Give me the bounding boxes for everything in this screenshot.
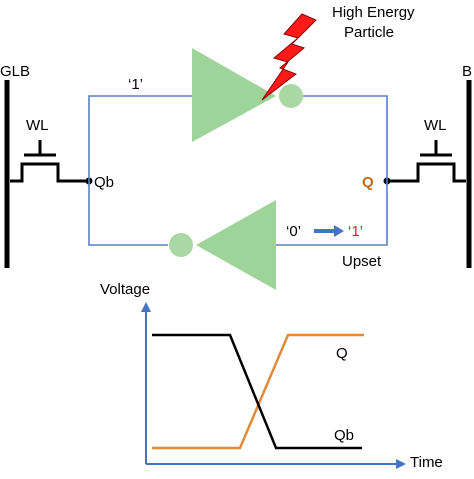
right-bitline-label: B xyxy=(462,63,472,80)
waveform-x-axis-label: Time xyxy=(410,454,443,471)
q-waveform xyxy=(152,333,364,450)
upset-label: Upset xyxy=(342,253,382,270)
top-inverter xyxy=(192,48,276,142)
loop-wires xyxy=(88,95,388,246)
waveform-y-axis-arrowhead xyxy=(141,302,151,312)
particle-label-line2: Particle xyxy=(344,24,394,41)
left-wl-label: WL xyxy=(26,117,49,134)
upset-arrow-icon xyxy=(314,225,344,237)
left-bitline-label: GLB xyxy=(0,63,30,80)
right-access-transistor xyxy=(388,140,466,183)
waveform-y-axis-label: Voltage xyxy=(100,281,150,298)
top-stored-value: ‘1’ xyxy=(128,76,143,93)
top-inverter-bubble xyxy=(279,84,303,108)
qb-waveform-label: Qb xyxy=(334,427,354,444)
bottom-old-value: ‘0’ xyxy=(286,223,301,240)
bottom-inverter xyxy=(196,200,276,290)
particle-label-line1: High Energy xyxy=(332,4,415,21)
left-access-transistor xyxy=(10,140,88,183)
bottom-new-value: ‘1’ xyxy=(348,223,363,240)
qb-node-label: Qb xyxy=(94,174,114,191)
q-node-label: Q xyxy=(362,174,374,191)
particle-strike-lightning-icon xyxy=(261,13,317,101)
waveform-x-axis-arrowhead xyxy=(396,459,406,469)
bottom-inverter-bubble xyxy=(169,233,193,257)
right-wl-label: WL xyxy=(424,117,447,134)
qb-waveform xyxy=(152,333,362,450)
q-waveform-label: Q xyxy=(336,345,348,362)
